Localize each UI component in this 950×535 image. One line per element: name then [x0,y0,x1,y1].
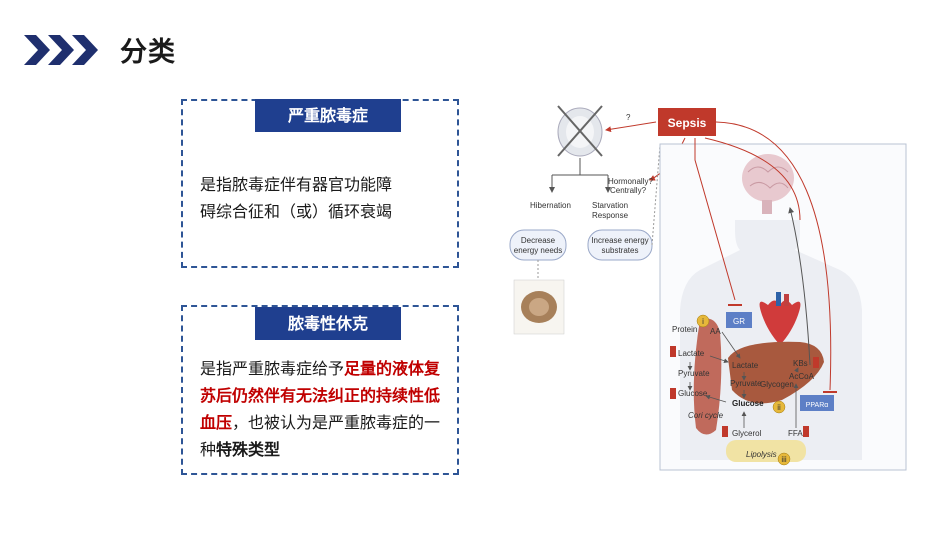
hibernation-label: Hibernation [530,201,571,210]
pyruvate-muscle-label: Pyruvate [678,369,710,378]
ppar-label: PPARα [806,402,829,409]
substrates-label: substrates [602,246,639,255]
acetoa-label: AcCoA [789,372,815,381]
energy-needs-label: energy needs [514,246,562,255]
step-badge: ii [777,403,781,412]
step-badge: iii [781,455,787,464]
card-text-highlight: 足量的液体复苏后仍然伴有无法纠正的持续性低血压 [200,359,441,432]
increase-label: Increase energy [591,236,648,245]
glucose-muscle-label: Glucose [678,389,708,398]
sepsis-metabolism-diagram: Sepsis ? Hormonally? Centrally? ? Hibern… [509,105,907,471]
question-mark: ? [626,113,631,122]
aa-label: AA [710,327,721,336]
kbs-label: KBs [793,359,808,368]
definition-card-severe-sepsis: 严重脓毒症 是指脓毒症伴有器官功能障 碍综合征和（或）循环衰竭 [181,99,459,268]
card-text-part: 是指严重脓毒症给予 [200,359,345,378]
card-text: 是指严重脓毒症给予足量的液体复苏后仍然伴有无法纠正的持续性低血压，也被认为是严重… [200,355,448,463]
glucose-liver-label: Glucose [732,399,764,408]
card-text-line: 碍综合征和（或）循环衰竭 [200,202,393,221]
heart-icon [759,292,801,345]
centrally-label: Centrally? [610,186,647,195]
section-header: 分类 [24,30,176,69]
glycogen-label: Glycogen [760,380,794,389]
gr-label: GR [733,317,745,326]
decrease-energy-pill [509,229,567,261]
pyruvate-liver-label: Pyruvate [730,379,762,388]
step-badge: i [702,317,704,326]
lactate-liver-label: Lactate [732,361,759,370]
protein-label: Protein [672,325,697,334]
ppar-box [800,395,834,411]
gr-box [726,312,752,328]
triple-chevron-icon [24,34,98,65]
card-tag: 脓毒性休克 [255,307,401,340]
decrease-label: Decrease [521,236,556,245]
glycerol-label: Glycerol [732,429,762,438]
sepsis-box [658,108,716,136]
lipolysis-label: Lipolysis [746,450,777,459]
hormonally-label: Hormonally? [608,177,653,186]
starvation-label: Starvation [592,201,628,210]
fasting-plate-icon [557,105,603,157]
card-text-line: 是指脓毒症伴有器官功能障 [200,175,393,194]
card-text-emphasis: 特殊类型 [216,440,281,459]
brain-icon [742,154,794,214]
cori-cycle-label: Cori cycle [688,411,724,420]
ffa-label: FFA [788,429,803,438]
definition-card-septic-shock: 脓毒性休克 是指严重脓毒症给予足量的液体复苏后仍然伴有无法纠正的持续性低血压，也… [181,305,459,475]
card-text-part: ，也被认为是严重脓毒症的一种 [200,413,441,459]
card-text: 是指脓毒症伴有器官功能障 碍综合征和（或）循环衰竭 [200,171,450,225]
muscle-shape [693,318,722,435]
card-tag: 严重脓毒症 [255,99,401,132]
response-label: Response [592,211,629,220]
sepsis-label: Sepsis [668,116,707,130]
page-title: 分类 [120,37,176,68]
increase-energy-pill [587,229,653,261]
lactate-muscle-label: Lactate [678,349,705,358]
liver-shape [728,341,824,404]
